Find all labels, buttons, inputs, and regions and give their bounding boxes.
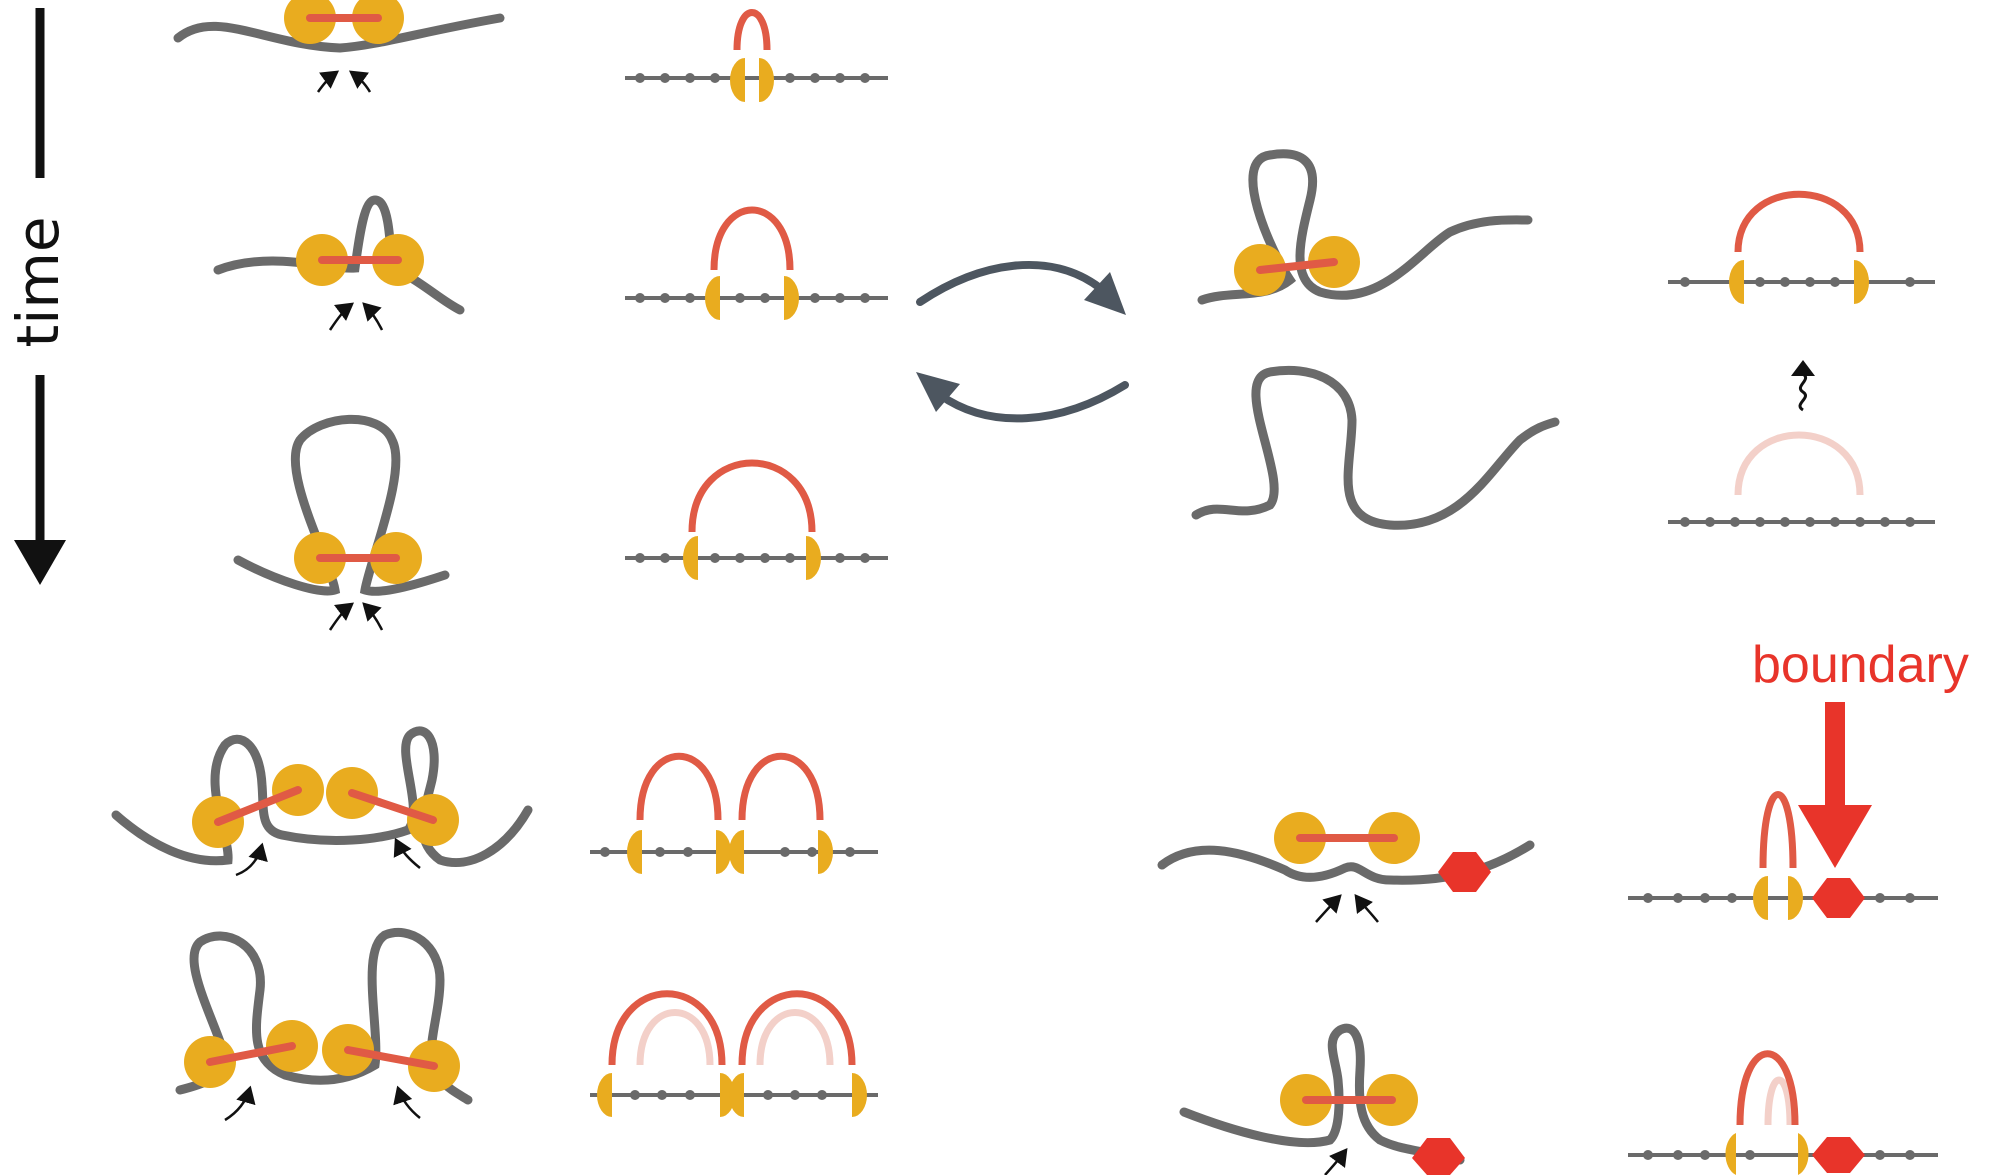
time-axis: time — [4, 8, 72, 585]
extrusion-step-2-3d — [218, 200, 460, 330]
cohesin-anchor-left — [705, 276, 720, 320]
contact-track-boundary-late — [1628, 1054, 1938, 1175]
loading-unloading-arrows — [916, 265, 1126, 418]
cohesin-anchor-right — [1854, 260, 1869, 304]
extrusion-arrow-right — [396, 840, 420, 868]
cohesin-anchor — [597, 1073, 612, 1117]
adjacent-loops-3d-early — [116, 731, 528, 875]
release-arrowhead-icon — [1791, 360, 1815, 376]
extrusion-arrow-right — [351, 72, 370, 92]
contact-track-step-3 — [625, 463, 888, 580]
unbound-chromatin-3d — [1196, 370, 1555, 525]
cohesin-anchor-right — [784, 276, 799, 320]
time-axis-label: time — [4, 216, 72, 347]
boundary-element-icon — [1438, 852, 1491, 892]
boundary-element-icon — [1812, 1137, 1865, 1173]
cohesin-anchor — [627, 830, 642, 874]
bound-loop-3d — [1202, 154, 1528, 300]
faded-loop-arc — [640, 1013, 710, 1066]
contact-track-bound — [1668, 194, 1935, 304]
loop-arc — [1738, 194, 1860, 252]
time-axis-arrowhead — [14, 540, 66, 585]
extrusion-arrow-right — [364, 604, 382, 630]
cohesin-anchor — [729, 1073, 744, 1117]
cohesin-anchor-left — [1729, 260, 1744, 304]
squiggle-icon — [1800, 374, 1806, 410]
loop-arc — [714, 210, 790, 270]
boundary-arrow-head — [1798, 805, 1872, 868]
extrusion-step-1-3d — [178, 0, 500, 92]
extrusion-arrow-left — [318, 72, 337, 92]
cohesin-anchor-left — [1725, 1133, 1736, 1175]
extrusion-arrow-right — [1356, 896, 1378, 922]
loop-arc — [1763, 795, 1793, 869]
cohesin-anchor-right — [759, 58, 774, 102]
adjacent-loops-3d-late — [180, 932, 468, 1120]
extrusion-arrow-right — [398, 1088, 420, 1118]
boundary-3d-late — [1184, 1028, 1465, 1175]
boundary-element-icon — [1812, 878, 1865, 918]
extrusion-arrow-right — [364, 304, 382, 330]
faded-loop-arc — [1768, 1080, 1790, 1125]
contact-track-adjacent-early — [590, 756, 878, 874]
loop-arc — [640, 756, 718, 820]
boundary-element-icon — [1412, 1138, 1465, 1175]
loop-arc — [737, 13, 767, 51]
cohesin-anchor-right — [1788, 876, 1803, 920]
loop-arc — [742, 756, 820, 820]
cohesin-anchor — [852, 1073, 867, 1117]
cohesin-anchor-left — [683, 536, 698, 580]
cohesin-anchor-left — [730, 58, 745, 102]
extrusion-arrow-left — [225, 1088, 250, 1120]
faded-loop-arc — [760, 1013, 830, 1066]
contact-track-unbound — [1668, 435, 1935, 527]
boundary-arrow-shaft — [1825, 702, 1845, 810]
contact-track-step-2 — [625, 210, 888, 320]
faded-loop-arc — [1738, 435, 1860, 495]
cohesin-anchor-right — [1798, 1133, 1809, 1175]
boundary-marker: boundary — [1752, 636, 1969, 868]
cohesin-anchor — [729, 830, 744, 874]
unloading-arrow-curve — [920, 265, 1100, 302]
extrusion-arrow-left — [1316, 896, 1340, 922]
contact-track-adjacent-late — [590, 994, 878, 1117]
cohesin-anchor — [716, 830, 731, 874]
extrusion-arrow-left — [330, 304, 352, 330]
extrusion-arrow-left — [1325, 1150, 1346, 1175]
chromatin-fiber — [1196, 370, 1555, 525]
boundary-label: boundary — [1752, 636, 1969, 694]
cohesin-anchor-left — [1753, 876, 1768, 920]
contact-track-boundary-early — [1628, 795, 1938, 921]
chromatin-fiber — [178, 18, 500, 48]
cohesin-anchor-right — [806, 536, 821, 580]
loading-arrow-curve — [940, 385, 1125, 418]
cohesin-anchor — [818, 830, 833, 874]
loop-arc — [692, 463, 812, 532]
boundary-3d-early — [1162, 812, 1530, 922]
extrusion-arrow-left — [236, 845, 262, 875]
extrusion-arrow-left — [330, 604, 352, 630]
unloading-event — [1791, 360, 1815, 410]
extrusion-step-3-3d — [238, 419, 445, 630]
contact-track-step-1 — [625, 13, 888, 103]
